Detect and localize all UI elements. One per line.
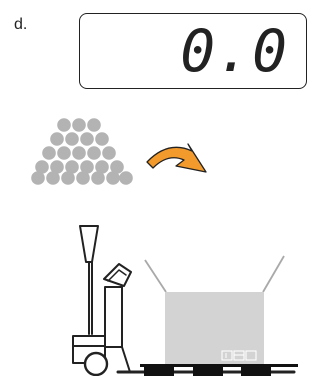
curved-arrow-icon — [147, 144, 206, 172]
box-icon — [145, 256, 284, 364]
balls-pile-icon — [31, 118, 133, 185]
pallet-icon — [140, 364, 298, 376]
